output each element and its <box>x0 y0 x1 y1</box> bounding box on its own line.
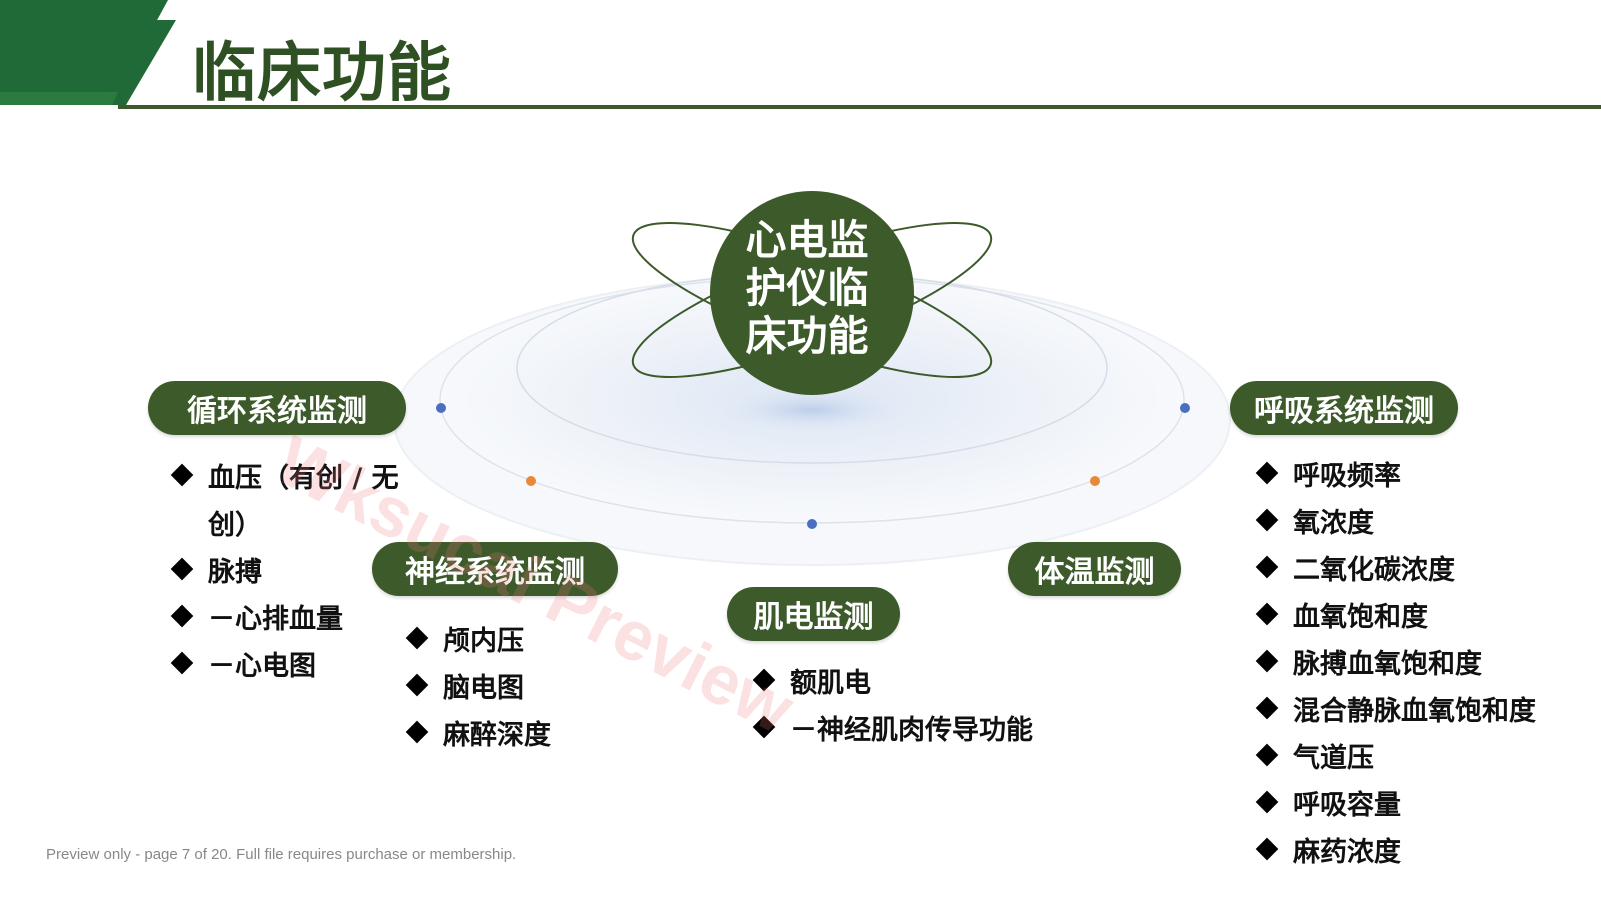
dot-bottom <box>807 519 817 529</box>
header-decoration <box>0 0 1601 109</box>
list-item: －神经肌肉传导功能 <box>752 707 1044 754</box>
diamond-bullet-icon <box>1255 837 1279 861</box>
pill-circulation: 循环系统监测 <box>148 381 406 435</box>
list-item: 血氧饱和度 <box>1255 594 1597 641</box>
list-item: 脉搏 <box>170 549 412 596</box>
pill-emg: 肌电监测 <box>727 587 900 641</box>
list-circulation: 血压（有创 / 无创） 脉搏 －心排血量 －心电图 <box>170 455 412 690</box>
list-item: 混合静脉血氧饱和度 <box>1255 688 1597 735</box>
list-item: 颅内压 <box>405 618 637 665</box>
list-respiration: 呼吸频率 氧浓度 二氧化碳浓度 血氧饱和度 脉搏血氧饱和度 混合静脉血氧饱和度 … <box>1255 453 1597 876</box>
list-item: 气道压 <box>1255 735 1597 782</box>
diamond-bullet-icon <box>170 604 194 628</box>
dot-left <box>436 403 446 413</box>
list-item: 氧浓度 <box>1255 500 1597 547</box>
list-item: 二氧化碳浓度 <box>1255 547 1597 594</box>
diamond-bullet-icon <box>1255 555 1279 579</box>
list-item: 麻醉深度 <box>405 712 637 759</box>
diamond-bullet-icon <box>1255 743 1279 767</box>
diamond-bullet-icon <box>1255 790 1279 814</box>
core-line-2: 护仪临 <box>745 264 869 312</box>
list-emg: 额肌电 －神经肌肉传导功能 <box>752 660 1044 754</box>
list-item: 脉搏血氧饱和度 <box>1255 641 1597 688</box>
page-title: 临床功能 <box>192 37 452 111</box>
list-item: －心排血量 <box>170 596 412 643</box>
core-line-3: 床功能 <box>745 312 869 360</box>
core-label: 心电监 护仪临 床功能 <box>712 216 902 360</box>
list-item: 额肌电 <box>752 660 1044 707</box>
diamond-bullet-icon <box>170 557 194 581</box>
core-line-1: 心电监 <box>745 216 869 264</box>
dot-right-lower <box>1090 476 1100 486</box>
pill-respiration: 呼吸系统监测 <box>1230 381 1458 435</box>
diamond-bullet-icon <box>1255 649 1279 673</box>
list-nervous: 颅内压 脑电图 麻醉深度 <box>405 618 637 759</box>
center-glow <box>717 388 907 432</box>
list-item: 麻药浓度 <box>1255 829 1597 876</box>
list-item: 呼吸容量 <box>1255 782 1597 829</box>
dot-left-lower <box>526 476 536 486</box>
diamond-bullet-icon <box>1255 508 1279 532</box>
diamond-bullet-icon <box>1255 696 1279 720</box>
list-item: 脑电图 <box>405 665 637 712</box>
diamond-bullet-icon <box>1255 602 1279 626</box>
diamond-bullet-icon <box>170 651 194 675</box>
diamond-bullet-icon <box>170 463 194 487</box>
core-circle <box>710 191 914 395</box>
diamond-bullet-icon <box>1255 461 1279 485</box>
footer-notice: Preview only - page 7 of 20. Full file r… <box>46 846 517 863</box>
pill-temperature: 体温监测 <box>1008 542 1181 596</box>
diamond-bullet-icon <box>405 626 429 650</box>
diamond-bullet-icon <box>405 720 429 744</box>
diamond-bullet-icon <box>405 673 429 697</box>
pill-nervous: 神经系统监测 <box>372 542 618 596</box>
list-item: －心电图 <box>170 643 412 690</box>
list-item: 呼吸频率 <box>1255 453 1597 500</box>
list-item: 血压（有创 / 无创） <box>170 455 412 549</box>
dot-right <box>1180 403 1190 413</box>
